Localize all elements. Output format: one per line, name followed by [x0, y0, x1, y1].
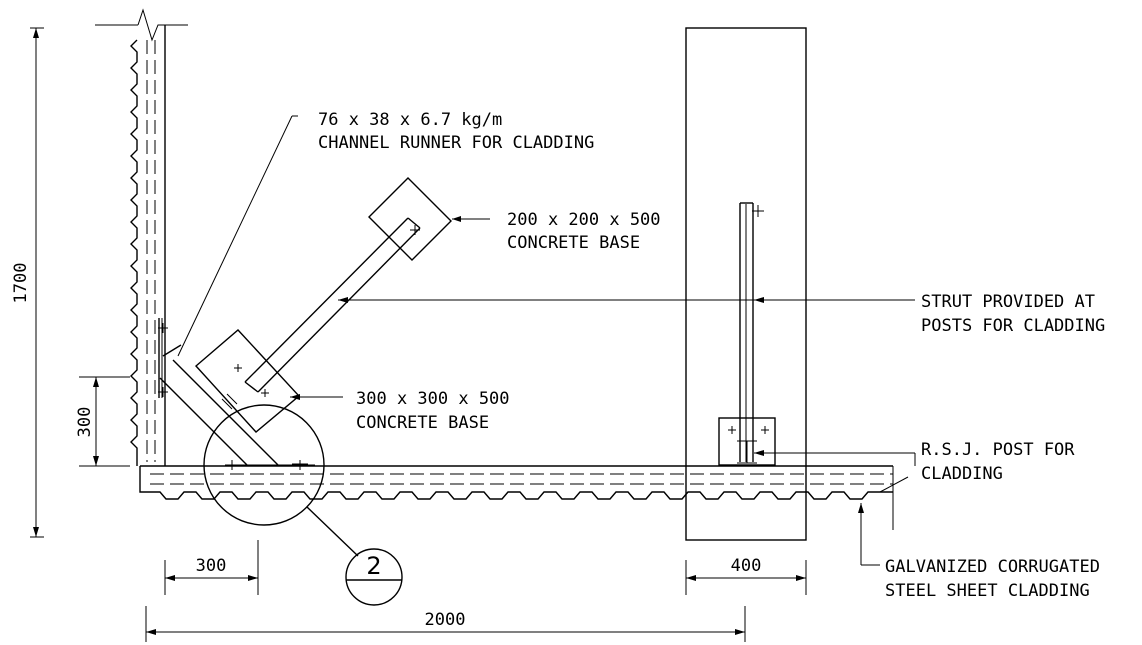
rsj-post — [718, 202, 776, 466]
strut-assembly — [158, 177, 452, 470]
detail-bubble — [345, 548, 403, 606]
large-concrete-base — [194, 329, 301, 433]
strut-label-2: POSTS FOR CLADDING — [921, 316, 1105, 336]
leader-lines — [177, 115, 916, 566]
dimension-lines — [30, 27, 807, 642]
detail-callout: 2 — [203, 404, 403, 606]
large-base-label-2: CONCRETE BASE — [356, 413, 489, 433]
dimension-texts: 1700 300 300 400 2000 — [11, 263, 761, 630]
concrete-column — [685, 27, 807, 541]
annotation-labels: 76 x 38 x 6.7 kg/m CHANNEL RUNNER FOR CL… — [318, 110, 1105, 601]
channel-runner-label-1: 76 x 38 x 6.7 kg/m — [318, 110, 502, 130]
dim-300-vertical: 300 — [75, 407, 95, 438]
small-base-label-2: CONCRETE BASE — [507, 233, 640, 253]
detail-bubble-number: 2 — [366, 552, 381, 580]
strut-label-1: STRUT PROVIDED AT — [921, 292, 1095, 312]
dim-300-horizontal: 300 — [196, 556, 227, 576]
large-base-label-1: 300 x 300 x 500 — [356, 389, 510, 409]
cladding-label-1: GALVANIZED CORRUGATED — [885, 557, 1100, 577]
small-concrete-base — [368, 177, 452, 261]
left-wall-cladding — [95, 8, 188, 466]
cladding-label-2: STEEL SHEET CLADDING — [885, 581, 1090, 601]
dim-2000: 2000 — [425, 610, 466, 630]
bottom-cladding — [139, 465, 909, 530]
rsj-post-label-1: R.S.J. POST FOR — [921, 440, 1075, 460]
channel-runner-label-2: CHANNEL RUNNER FOR CLADDING — [318, 133, 594, 153]
small-base-label-1: 200 x 200 x 500 — [507, 210, 661, 230]
rsj-post-label-2: CLADDING — [921, 464, 1003, 484]
dim-1700: 1700 — [11, 263, 31, 304]
dim-400: 400 — [731, 556, 762, 576]
